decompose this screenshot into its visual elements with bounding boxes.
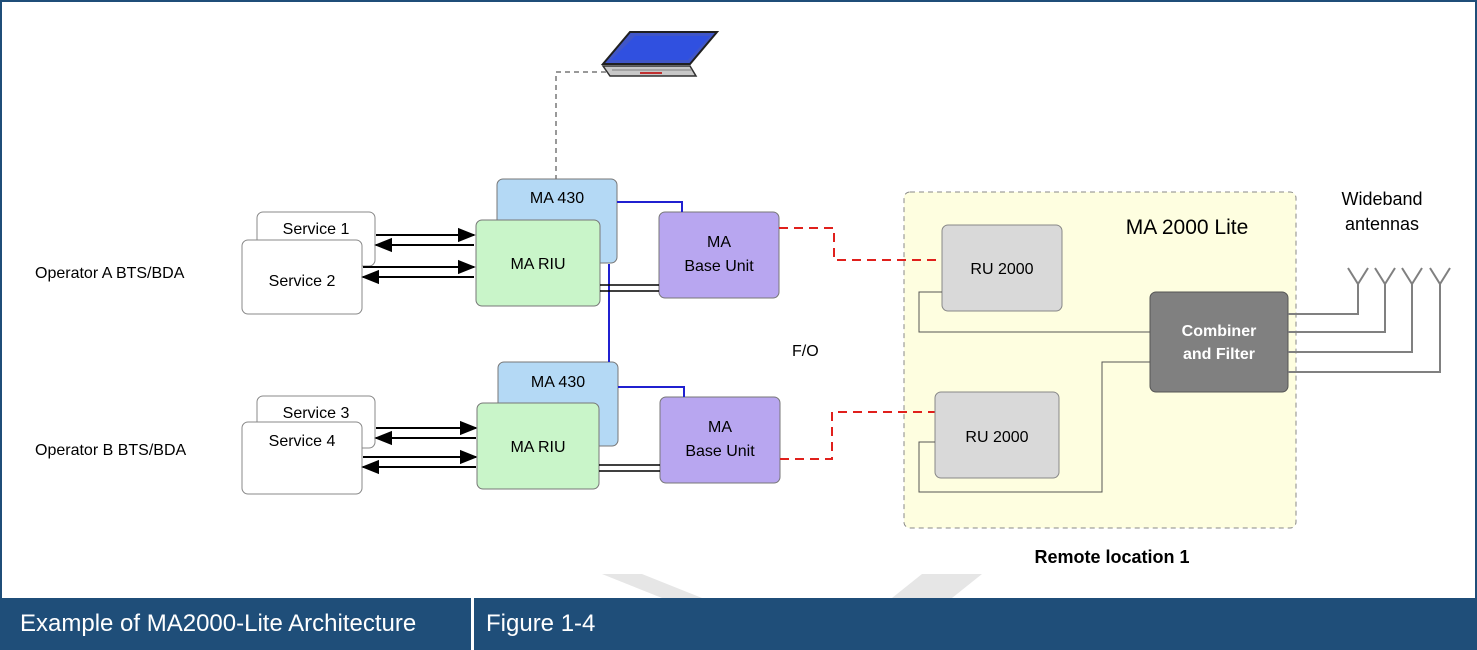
base-unit-top-box: [658, 211, 780, 299]
watermark: [602, 574, 982, 598]
base-unit-top-label-2: Base Unit: [684, 258, 754, 275]
architecture-diagram: MA 2000 Lite Remote location 1 Operator …: [35, 31, 1451, 598]
remote-box-title: MA 2000 Lite: [1126, 216, 1249, 239]
ru-combiner-links: [918, 291, 1150, 493]
control-links: [608, 201, 685, 397]
combiner-label-2: and Filter: [1183, 346, 1255, 363]
service-4-label: Service 4: [269, 433, 336, 450]
ru-bottom-box: [934, 391, 1060, 479]
service-1-label: Service 1: [283, 221, 350, 238]
antenna-icon: [1429, 267, 1451, 286]
combiner-label-1: Combiner: [1182, 323, 1257, 340]
riu-top-label: MA RIU: [510, 256, 565, 273]
combiner-box: [1149, 291, 1289, 393]
antennas-label-1: Wideband: [1341, 189, 1422, 209]
base-unit-top-label-1: MA: [707, 234, 731, 251]
ma430-bottom-label: MA 430: [531, 374, 585, 391]
laptop-icon: [600, 31, 720, 77]
riu-base-links: [599, 284, 660, 472]
antenna-feeds: [1288, 282, 1441, 373]
ma430-top-label: MA 430: [530, 190, 584, 207]
base-unit-bottom-box: [659, 396, 781, 484]
caption-bar: Example of MA2000-Lite Architecture Figu…: [0, 598, 1477, 650]
antenna-icon: [1347, 267, 1369, 286]
riu-top-box: [475, 219, 601, 307]
fiber-label: F/O: [792, 343, 819, 360]
antenna-icon: [1401, 267, 1423, 286]
operator-b-label: Operator B BTS/BDA: [35, 442, 186, 459]
rf-arrows-bottom: [361, 420, 478, 475]
management-link: [555, 71, 606, 180]
antenna-icon: [1374, 267, 1396, 286]
ru-bottom-label: RU 2000: [965, 429, 1028, 446]
diagram-frame: MA 2000 Lite Remote location 1 Operator …: [0, 0, 1477, 598]
figure-number: Figure 1-4: [486, 610, 596, 637]
riu-bottom-box: [476, 402, 600, 490]
ru-top-label: RU 2000: [970, 261, 1033, 278]
ru-top-box: [941, 224, 1063, 312]
base-unit-bottom-label-2: Base Unit: [685, 443, 755, 460]
base-unit-bottom-label-1: MA: [708, 419, 732, 436]
service-2-label: Service 2: [269, 273, 336, 290]
service-4-box: [241, 421, 363, 495]
riu-bottom-label: MA RIU: [510, 439, 565, 456]
remote-location-label: Remote location 1: [1034, 547, 1189, 567]
caption-title: Example of MA2000-Lite Architecture: [0, 598, 474, 650]
antennas-label-2: antennas: [1345, 214, 1419, 234]
rf-arrows-top: [361, 227, 476, 285]
service-3-label: Service 3: [283, 405, 350, 422]
operator-a-label: Operator A BTS/BDA: [35, 265, 185, 282]
fiber-links: [779, 227, 942, 460]
